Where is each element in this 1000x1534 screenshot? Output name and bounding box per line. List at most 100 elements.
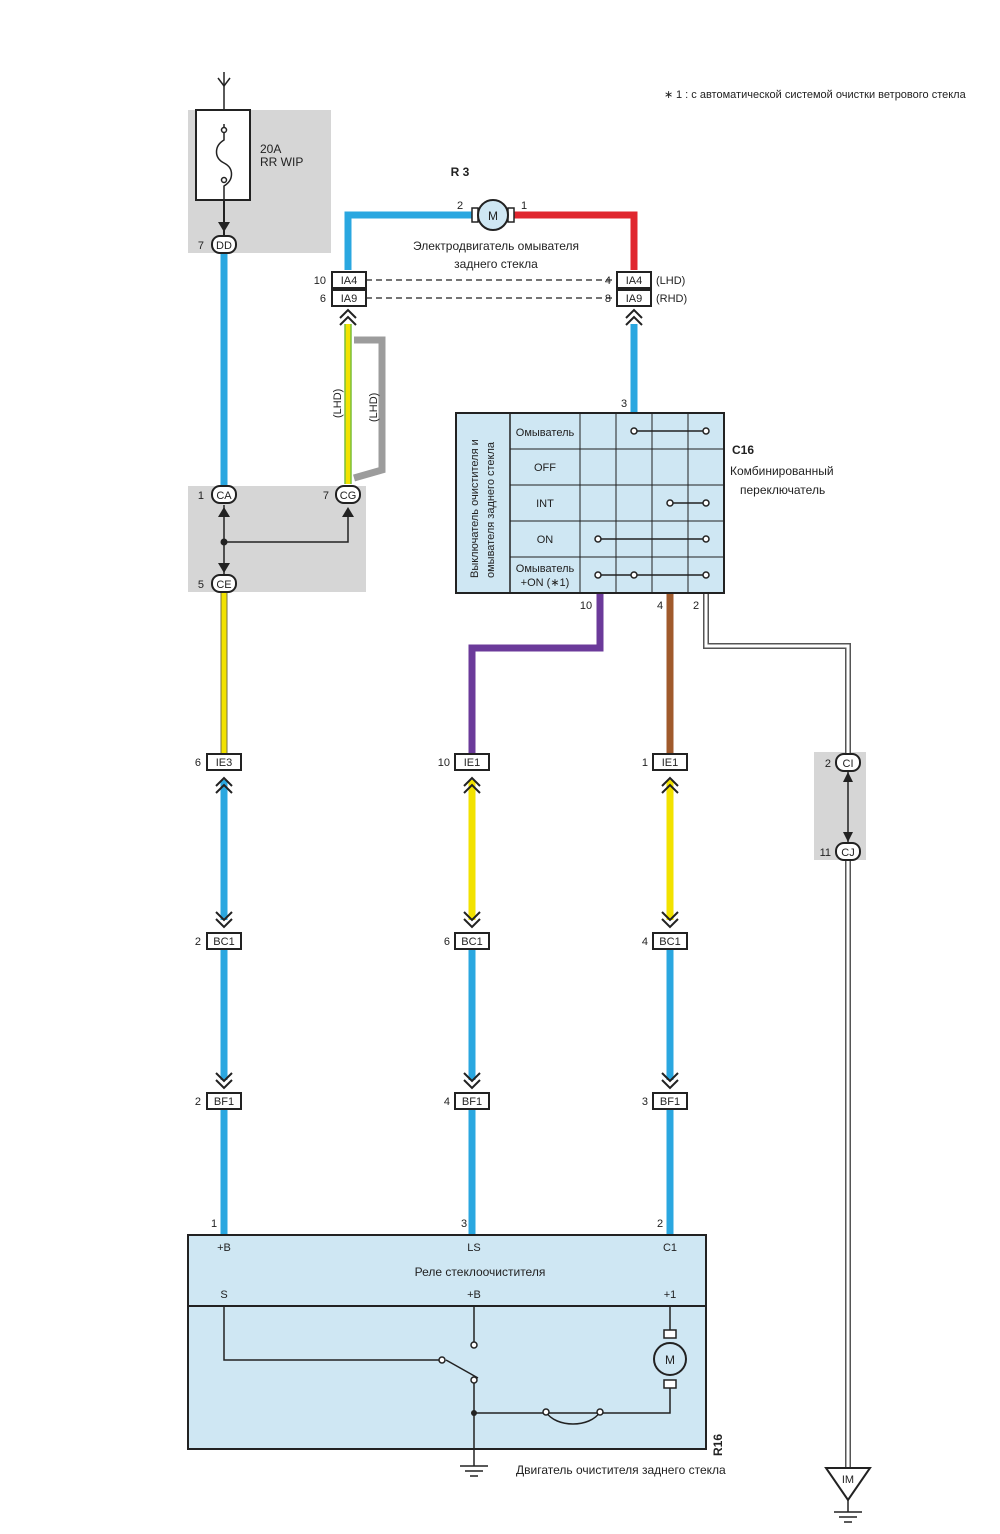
connector-dd-label: DD [216, 240, 232, 252]
connector-ia9-left-pin: 6 [320, 293, 326, 305]
switch-vertical-title-2: омывателя заднего стекла [485, 441, 497, 578]
switch-name-2: переключатель [740, 483, 825, 497]
connector-ia4-right [616, 271, 652, 289]
connector-ie3-label: IE3 [216, 757, 233, 769]
relay-inner-b: +B [467, 1289, 481, 1301]
connector-ie1-mid-pin: 10 [438, 757, 450, 769]
connector-bc1-left [206, 932, 242, 950]
lhd-label-1: (LHD) [332, 389, 344, 418]
relay-pin-b: +B [217, 1242, 231, 1254]
connector-bf1-left-label: BF1 [214, 1096, 234, 1108]
connector-dd [211, 235, 237, 254]
connector-bf1-left-pin: 2 [195, 1096, 201, 1108]
relay-inner-s: S [220, 1289, 227, 1301]
connector-ia4-left [331, 271, 367, 289]
connector-ia4-left-pin: 10 [314, 275, 326, 287]
connector-cg-label: CG [340, 490, 357, 502]
connector-ia4-right-pin: 4 [605, 275, 611, 287]
connector-ci-label: CI [843, 758, 854, 770]
washer-motor-pin-left: 2 [457, 200, 463, 212]
washer-motor-pin-right: 1 [521, 200, 527, 212]
connector-ia4-right-note: (LHD) [656, 275, 685, 287]
connector-bc1-mid [454, 932, 490, 950]
wire-washer-red [512, 211, 638, 270]
connector-ie3-pin: 6 [195, 757, 201, 769]
connector-dd-pin: 7 [198, 240, 204, 252]
connector-arrows [215, 308, 679, 1090]
connector-ia9-left-label: IA9 [341, 293, 358, 305]
washer-motor-symbol: M [488, 209, 498, 223]
note-star: ∗ [664, 89, 673, 101]
washer-motor [471, 199, 515, 231]
wire-purple [468, 593, 604, 753]
relay-pin-num-1: 1 [211, 1218, 217, 1230]
connector-ia4-left-label: IA4 [341, 275, 358, 287]
combination-switch [455, 412, 725, 594]
switch-pin-top: 3 [621, 398, 627, 410]
ground-im-label: IM [842, 1474, 854, 1486]
connector-cj-label: CJ [841, 847, 854, 859]
connector-cj [835, 842, 861, 861]
connector-ie1-right [652, 753, 688, 771]
junction-arrows [218, 507, 354, 573]
connector-ca-pin: 1 [198, 490, 204, 502]
connector-bf1-left [206, 1092, 242, 1110]
switch-row-washer-on-2: +ON (∗1) [521, 577, 570, 589]
connector-bf1-right [652, 1092, 688, 1110]
connector-cj-pin: 11 [820, 847, 831, 859]
connector-ce [211, 574, 237, 593]
note-text: 1 : с автоматической системой очистки ве… [676, 89, 967, 101]
connector-bc1-right-label: BC1 [659, 936, 680, 948]
connector-bc1-left-label: BC1 [213, 936, 234, 948]
wire-gray-lhd [353, 336, 386, 482]
switch-row-washer: Омыватель [516, 427, 575, 439]
connector-bf1-mid-pin: 4 [444, 1096, 450, 1108]
relay-motor-caption: Двигатель очистителя заднего стекла [516, 1463, 726, 1477]
connector-bf1-mid-label: BF1 [462, 1096, 482, 1108]
connector-ie1-mid [454, 753, 490, 771]
wire-ground-upper [704, 593, 850, 754]
washer-motor-caption-2: заднего стекла [454, 257, 538, 271]
fuse-name: RR WIP [260, 155, 303, 169]
switch-vertical-title-1: Выключатель очистителя и [469, 439, 481, 578]
lhd-label-2: (LHD) [368, 393, 380, 422]
wiper-relay [187, 1234, 707, 1466]
connector-ca-label: CA [216, 490, 232, 502]
switch-pin-4: 4 [657, 600, 663, 612]
switch-row-washer-on-1: Омыватель [516, 563, 575, 575]
relay-pin-c1: C1 [663, 1242, 677, 1254]
connector-ce-label: CE [216, 579, 231, 591]
switch-id: C16 [732, 443, 754, 457]
connector-bc1-mid-pin: 6 [444, 936, 450, 948]
connector-ie1-mid-label: IE1 [464, 757, 481, 769]
washer-motor-caption-1: Электродвигатель омывателя [413, 239, 579, 253]
connector-bf1-right-pin: 3 [642, 1096, 648, 1108]
connector-ci [835, 753, 861, 772]
fuse-20a [195, 109, 251, 201]
switch-pin-2: 2 [693, 600, 699, 612]
connector-ci-pin: 2 [825, 758, 831, 770]
connector-bc1-mid-label: BC1 [461, 936, 482, 948]
relay-inner-1: +1 [664, 1289, 677, 1301]
connector-ie1-right-pin: 1 [642, 757, 648, 769]
connector-ia9-left [331, 289, 367, 307]
relay-pin-ls: LS [467, 1242, 480, 1254]
connector-ia4-right-label: IA4 [626, 275, 643, 287]
relay-pin-num-2: 2 [657, 1218, 663, 1230]
switch-row-on: ON [537, 534, 554, 546]
switch-row-off: OFF [534, 462, 556, 474]
switch-row-int: INT [536, 498, 554, 510]
connector-ia9-right-label: IA9 [626, 293, 643, 305]
power-source-arrow [217, 72, 231, 112]
relay-ground-icon [460, 1465, 488, 1477]
connector-bc1-right-pin: 4 [642, 936, 648, 948]
connector-ca [211, 485, 237, 504]
fuse-rating: 20A [260, 142, 281, 156]
connector-cg [335, 485, 361, 504]
connector-cg-pin: 7 [323, 490, 329, 502]
connector-ie1-right-label: IE1 [662, 757, 679, 769]
relay-pin-num-3: 3 [461, 1218, 467, 1230]
switch-name-1: Комбинированный [730, 464, 834, 478]
relay-id: R16 [711, 1434, 725, 1456]
